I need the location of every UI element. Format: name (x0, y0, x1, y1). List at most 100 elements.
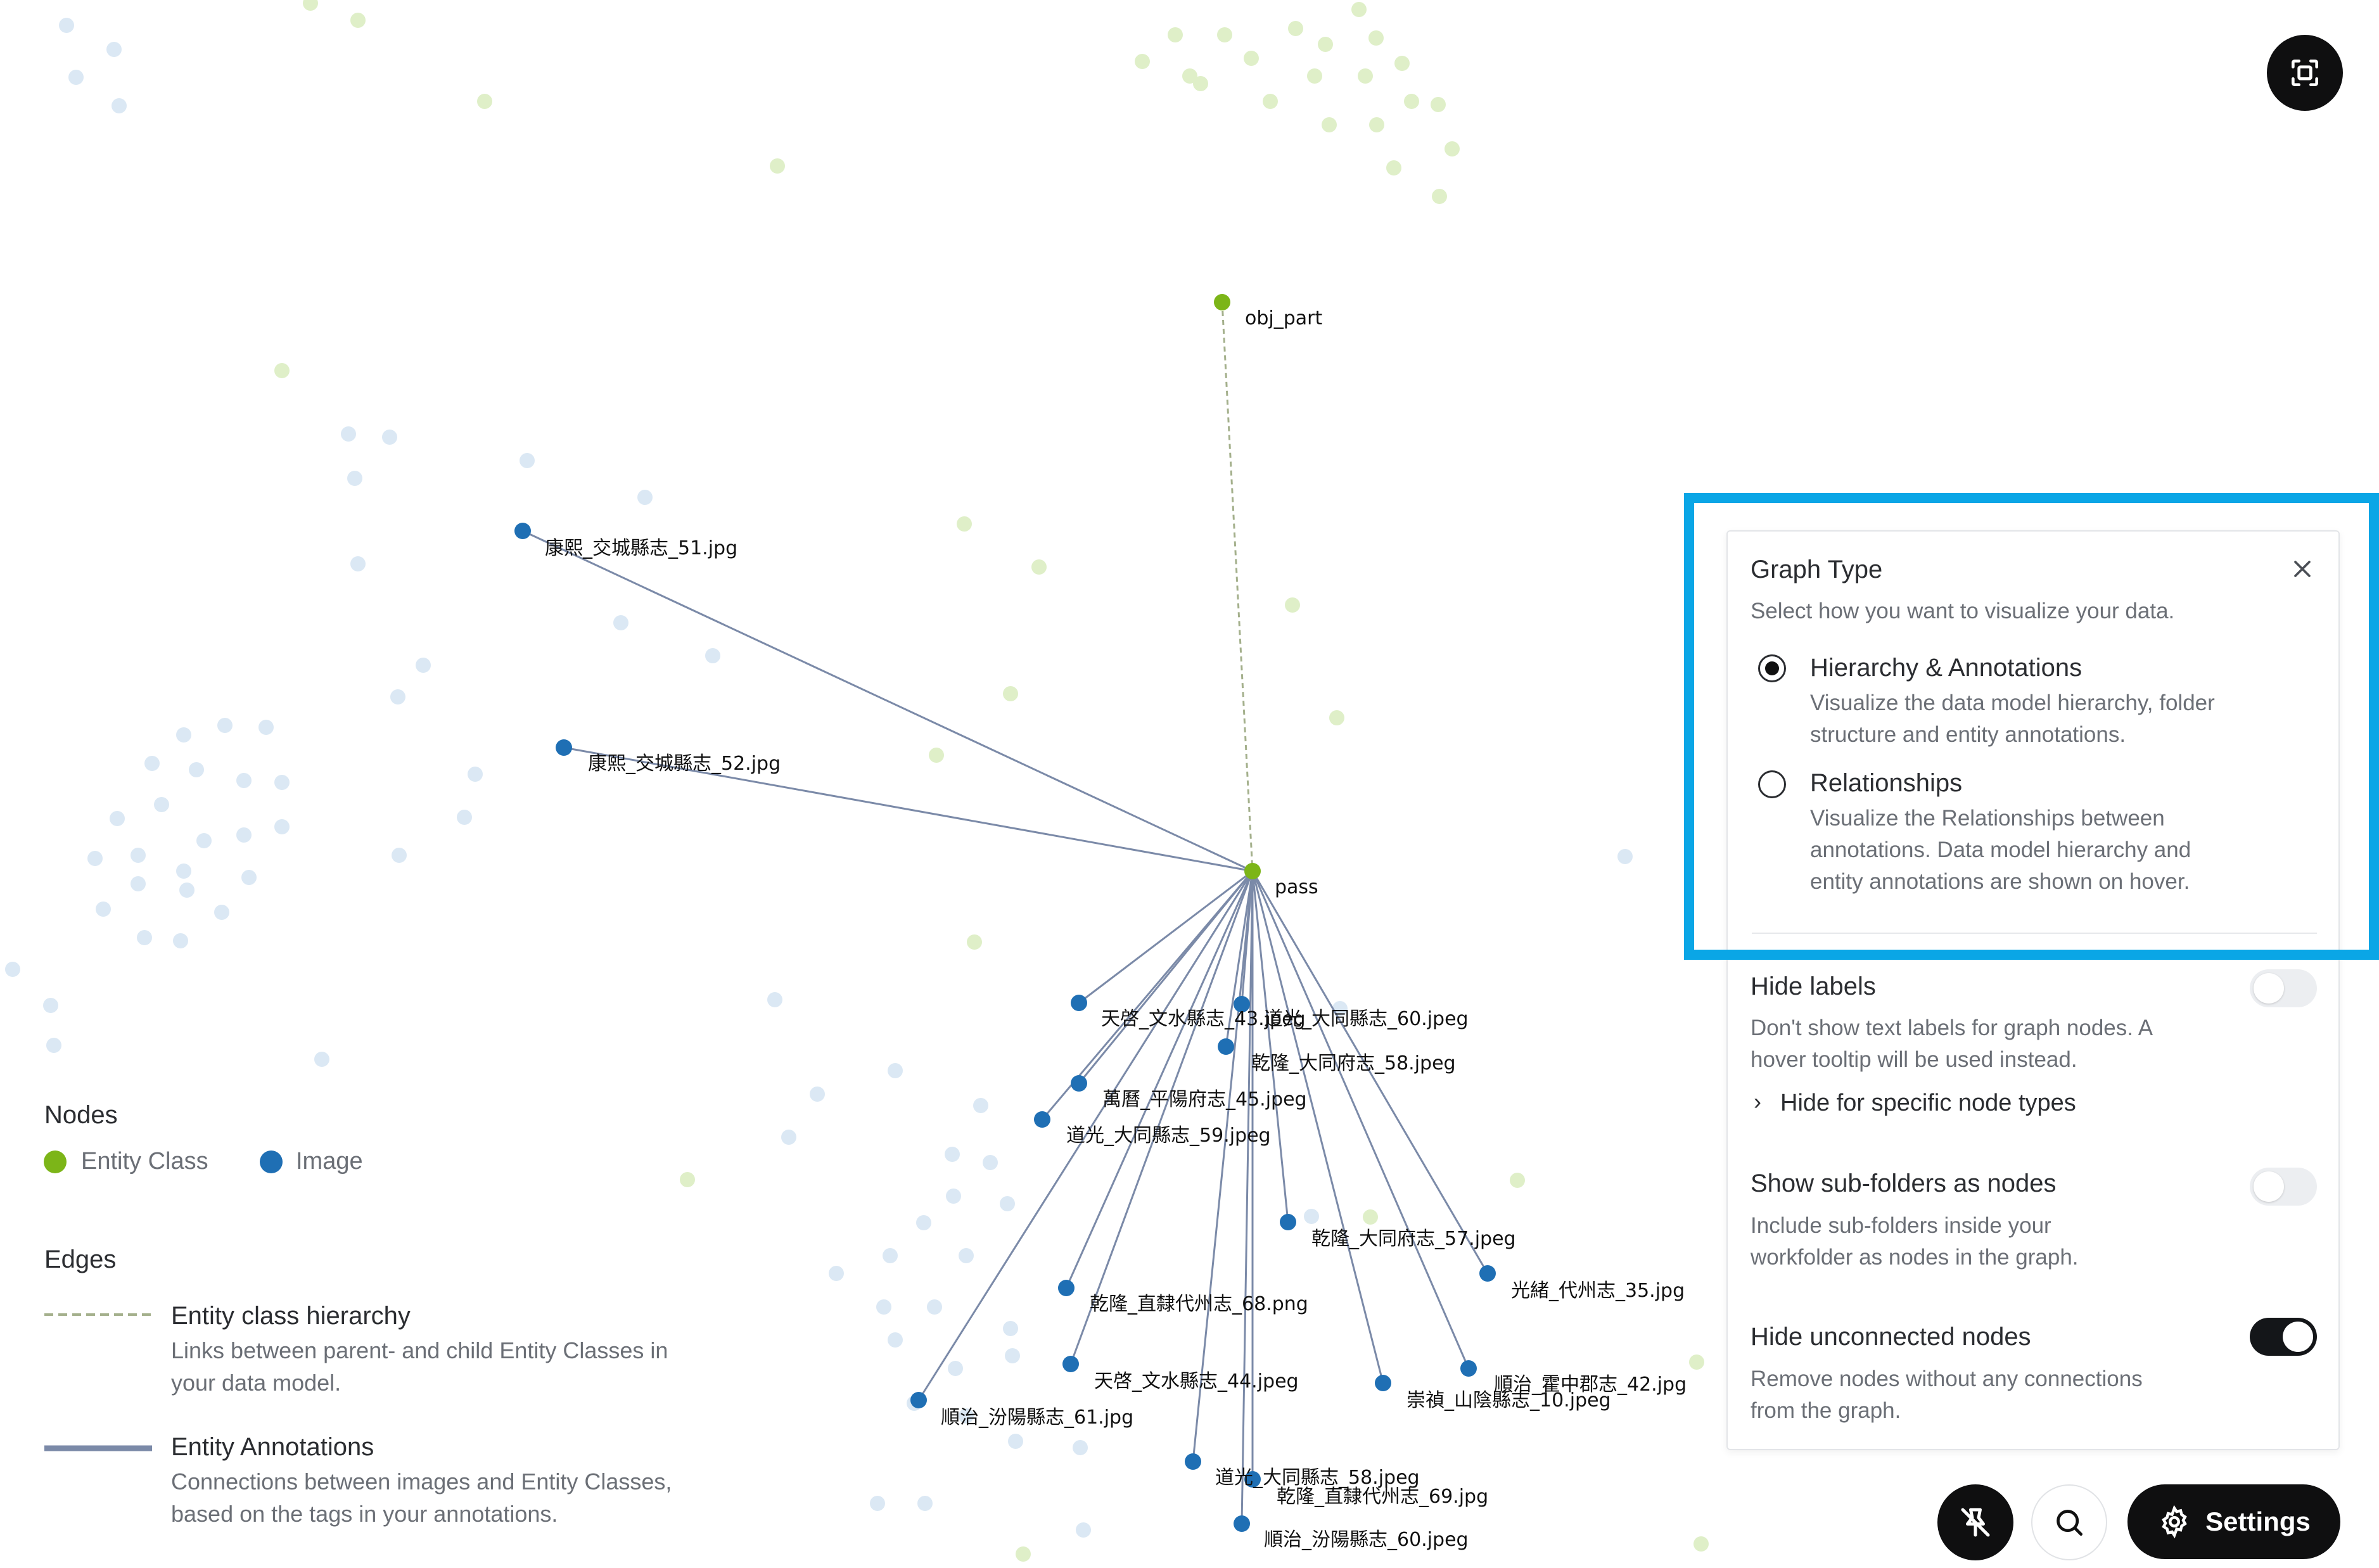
image-node[interactable] (1234, 1515, 1250, 1532)
image-node[interactable] (1280, 1214, 1296, 1230)
node-label: 天啓_文水縣志_43.jpeg (1101, 1008, 1306, 1030)
legend-hierarchy-title: Entity class hierarchy (171, 1302, 411, 1330)
panel-divider (1752, 933, 2317, 934)
background-node (957, 516, 972, 532)
image-node[interactable] (1062, 1356, 1079, 1372)
background-node (1244, 51, 1259, 66)
entity-class-node[interactable] (1214, 294, 1230, 310)
background-node (945, 1147, 960, 1162)
background-node (196, 833, 212, 848)
legend-annotations-desc: Connections between images and Entity Cl… (171, 1469, 672, 1527)
background-node (1003, 686, 1018, 701)
background-node (781, 1130, 796, 1145)
annotation-edge (1251, 870, 1289, 1223)
annotation-edge (917, 870, 1254, 1401)
unpin-button[interactable] (1937, 1484, 2013, 1560)
image-node[interactable] (1034, 1111, 1050, 1128)
background-node (767, 992, 782, 1007)
background-node (179, 883, 195, 898)
hide-specific-node-types-expander[interactable]: Hide for specific node types (1780, 1090, 2076, 1116)
image-node[interactable] (514, 523, 531, 539)
setting-desc-hide-labels: Don't show text labels for graph nodes. … (1751, 1016, 2153, 1072)
background-node (770, 158, 785, 174)
node-label: 順治_霍中郡志_42.jpg (1494, 1374, 1687, 1396)
image-node[interactable] (1058, 1280, 1075, 1296)
background-node (1445, 141, 1460, 156)
radio-relationships[interactable] (1758, 770, 1786, 798)
background-node (214, 905, 229, 920)
node-label: 乾隆_大同府志_57.jpeg (1311, 1228, 1516, 1250)
background-node (189, 762, 204, 777)
background-node (217, 718, 233, 733)
background-node (1288, 21, 1303, 36)
background-node (1394, 56, 1410, 71)
setting-title-subfolders: Show sub-folders as nodes (1751, 1170, 2057, 1197)
image-node[interactable] (1071, 1075, 1087, 1092)
background-node (1135, 54, 1150, 69)
image-node[interactable] (1479, 1265, 1496, 1282)
image-node[interactable] (556, 739, 572, 756)
node-label: 道光_大同縣志_59.jpeg (1066, 1125, 1271, 1147)
node-label: 順治_汾陽縣志_60.jpeg (1264, 1529, 1469, 1551)
show-subfolders-toggle[interactable] (2250, 1168, 2317, 1206)
background-node (1168, 27, 1183, 42)
annotation-edge (522, 530, 1253, 872)
legend-image-dot (260, 1151, 283, 1173)
background-node (87, 851, 103, 866)
image-node[interactable] (1071, 995, 1087, 1011)
close-icon[interactable] (2288, 555, 2316, 583)
legend-image-label: Image (296, 1148, 363, 1175)
graph-labels: obj_partpass康熙_交城縣志_51.jpg康熙_交城縣志_52.jpg… (545, 307, 1687, 1551)
annotation-edge (563, 746, 1253, 872)
background-node (468, 767, 483, 782)
hide-labels-toggle[interactable] (2250, 969, 2317, 1007)
background-node (144, 756, 160, 771)
background-node (59, 18, 74, 33)
search-icon (2057, 1510, 2082, 1536)
background-node (810, 1087, 825, 1102)
node-label: 天啓_文水縣志_44.jpeg (1094, 1370, 1299, 1393)
background-node (173, 933, 188, 948)
background-node (1404, 94, 1419, 109)
background-node (1000, 1196, 1015, 1211)
background-node (106, 42, 122, 57)
background-node (967, 934, 982, 950)
background-node (888, 1063, 903, 1078)
background-node (236, 773, 252, 788)
image-node[interactable] (1375, 1375, 1391, 1391)
legend-dashed-line (44, 1313, 152, 1316)
background-node (5, 962, 20, 977)
graph-nodes[interactable] (514, 294, 1496, 1532)
panel-title: Graph Type (1751, 556, 1883, 583)
background-node (1318, 37, 1333, 52)
entity-class-node[interactable] (1244, 863, 1261, 879)
image-node[interactable] (1244, 1471, 1261, 1488)
background-node (1217, 27, 1232, 42)
background-node (176, 727, 191, 743)
hide-unconnected-toggle[interactable] (2250, 1318, 2317, 1356)
fullscreen-button[interactable] (2267, 35, 2343, 111)
background-node (1193, 76, 1208, 91)
background-node (477, 94, 492, 109)
image-node[interactable] (910, 1392, 927, 1408)
search-button[interactable] (2031, 1484, 2107, 1560)
background-node (350, 556, 366, 571)
radio-hierarchy-annotations[interactable] (1758, 654, 1786, 682)
image-node[interactable] (1460, 1360, 1477, 1377)
background-node (1307, 68, 1322, 84)
background-node (274, 775, 290, 790)
background-node (110, 811, 125, 826)
background-node (888, 1332, 903, 1348)
annotation-edge (1251, 870, 1470, 1369)
image-node[interactable] (1234, 996, 1250, 1012)
background-node (1031, 559, 1047, 575)
settings-button[interactable]: Settings (2127, 1484, 2340, 1559)
setting-title-hide-labels: Hide labels (1751, 972, 1876, 1000)
background-node (917, 1496, 933, 1511)
image-node[interactable] (1185, 1453, 1201, 1470)
background-node (46, 1038, 61, 1053)
legend-entity-class-label: Entity Class (81, 1148, 208, 1175)
chevron-right-icon: › (1754, 1088, 1761, 1114)
image-node[interactable] (1218, 1038, 1234, 1055)
